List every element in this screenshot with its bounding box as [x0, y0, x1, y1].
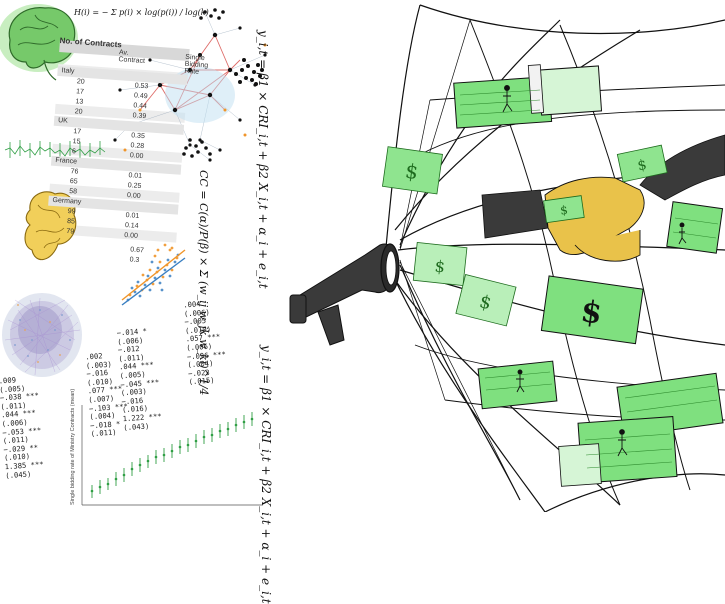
- handshake-icon: $ $: [481, 134, 725, 262]
- coef-column-4: .004(.006)−.005(.010).057 ***(.006)−.096…: [183, 299, 228, 387]
- dollar-sign-icon: $: [434, 257, 446, 277]
- table-subheader-b: Single Bidding Rate: [184, 53, 209, 76]
- contracts-table: No. of Contracts Av. Contract Single Bid…: [44, 36, 208, 269]
- network-cluster-top: [199, 8, 225, 20]
- network-cluster-right: [234, 58, 264, 86]
- table-subheader-a: Av. Contract: [118, 49, 146, 65]
- fixed-effects-equation-top: y_i,t = β1 × CRI_i,t + β2 X_i,t + α_i + …: [256, 30, 270, 289]
- money-stack-top: [453, 64, 603, 129]
- money-stack-bottom: [558, 416, 678, 487]
- dollar-bill-large: $: [540, 275, 644, 345]
- coef-column-1: .009(.005)−.038 ***(.011).044 ***(.006)−…: [0, 375, 45, 481]
- table-cell: 0.00: [126, 192, 141, 201]
- table-cell: 0.00: [129, 152, 144, 161]
- tiny-figures: [502, 85, 687, 457]
- brain-icon: [0, 4, 78, 81]
- coef-column-3: −.014 *(.006)−.012(.011).044 ***(.005)−.…: [116, 326, 162, 433]
- dense-network-blob: [2, 293, 82, 377]
- money-stack-upper-right: [666, 201, 724, 254]
- table-cell: 20: [74, 108, 83, 116]
- trend-sparkline: [4, 140, 106, 158]
- entropy-equation: H(i) = − Σ p(i) × log(p(i)) / log(k): [74, 8, 209, 17]
- dollar-bill-3: $: [455, 274, 517, 327]
- dollar-sign-icon: $: [559, 203, 569, 218]
- dollar-sign-icon: $: [636, 157, 648, 175]
- dollar-sign-icon: $: [579, 294, 605, 332]
- yellow-brain-icon: [24, 191, 77, 260]
- network-cluster-bottom: [182, 138, 212, 158]
- dollar-sign-icon: $: [477, 291, 493, 314]
- scatter-plot: [121, 243, 186, 306]
- chart-axis-label: Single bidding rate of Ministry Contract…: [70, 388, 76, 505]
- fixed-effects-equation-bottom: y_i,t = β1 × CRI_i,t + β2 X_i,t + α_i + …: [259, 345, 273, 604]
- illustration-canvas: $ $ $ $ $ $: [0, 4, 725, 512]
- megaphone-icon: [289, 243, 400, 346]
- dollar-sign-icon: $: [404, 158, 420, 184]
- table-cell: 0.39: [132, 112, 147, 121]
- dollar-bill-1: $: [382, 146, 443, 195]
- dollar-bill-2: $: [412, 242, 468, 286]
- table-cell: 0.00: [123, 231, 139, 240]
- money-stack-bottom-left: [477, 360, 558, 410]
- coefficient-trend-chart: [81, 405, 262, 506]
- table-cell: 79: [66, 227, 75, 236]
